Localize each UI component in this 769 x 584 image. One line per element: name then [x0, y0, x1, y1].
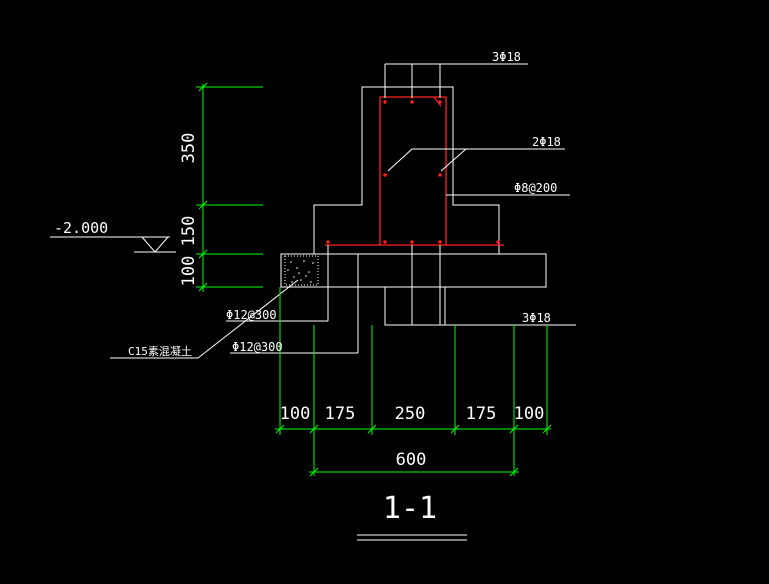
rebar-dots — [326, 100, 500, 244]
concrete-outline — [280, 86, 547, 326]
slab-outline — [280, 253, 547, 288]
dim-vertical-350: 350 — [179, 133, 199, 164]
stirrup-label: Φ8@200 — [514, 181, 557, 195]
section-title-underline — [357, 534, 467, 541]
section-title: 1-1 — [383, 491, 437, 526]
dim-vertical-100: 100 — [179, 256, 199, 287]
dim-horizontal-100-left: 100 — [280, 404, 311, 424]
dim-total-width: 600 — [396, 450, 427, 470]
elevation-label: -2.000 — [54, 219, 108, 237]
stirrup — [379, 96, 447, 245]
elevation-marker — [50, 236, 176, 253]
dimension-values: 350 150 100 100 175 250 175 100 600 — [179, 133, 544, 470]
beam-profile — [313, 86, 500, 254]
dim-horizontal-175-right: 175 — [466, 404, 497, 424]
leader-lines — [110, 63, 576, 359]
dimension-lines — [196, 82, 552, 477]
blinding-hatch — [287, 260, 314, 283]
lower-drop-outline — [384, 287, 446, 326]
bottom-bars-label: 3Φ18 — [522, 311, 551, 325]
dim-horizontal-100-right: 100 — [514, 404, 545, 424]
dim-horizontal-250: 250 — [395, 404, 426, 424]
rebar-cage — [325, 96, 504, 246]
dim-vertical-150: 150 — [179, 216, 199, 247]
blinding-label: C15素混凝土 — [128, 344, 192, 358]
blinding-block — [284, 255, 319, 286]
side-bars-label: 2Φ18 — [532, 135, 561, 149]
slab-bars-upper-label: Φ12@300 — [226, 308, 277, 322]
slab-bars-lower-label: Φ12@300 — [232, 340, 283, 354]
dim-horizontal-175-left: 175 — [325, 404, 356, 424]
annotation-labels: 3Φ18 2Φ18 Φ8@200 3Φ18 Φ12@300 Φ12@300 C1… — [54, 50, 561, 358]
stirrup-hook — [433, 96, 442, 107]
top-bars-label: 3Φ18 — [492, 50, 521, 64]
